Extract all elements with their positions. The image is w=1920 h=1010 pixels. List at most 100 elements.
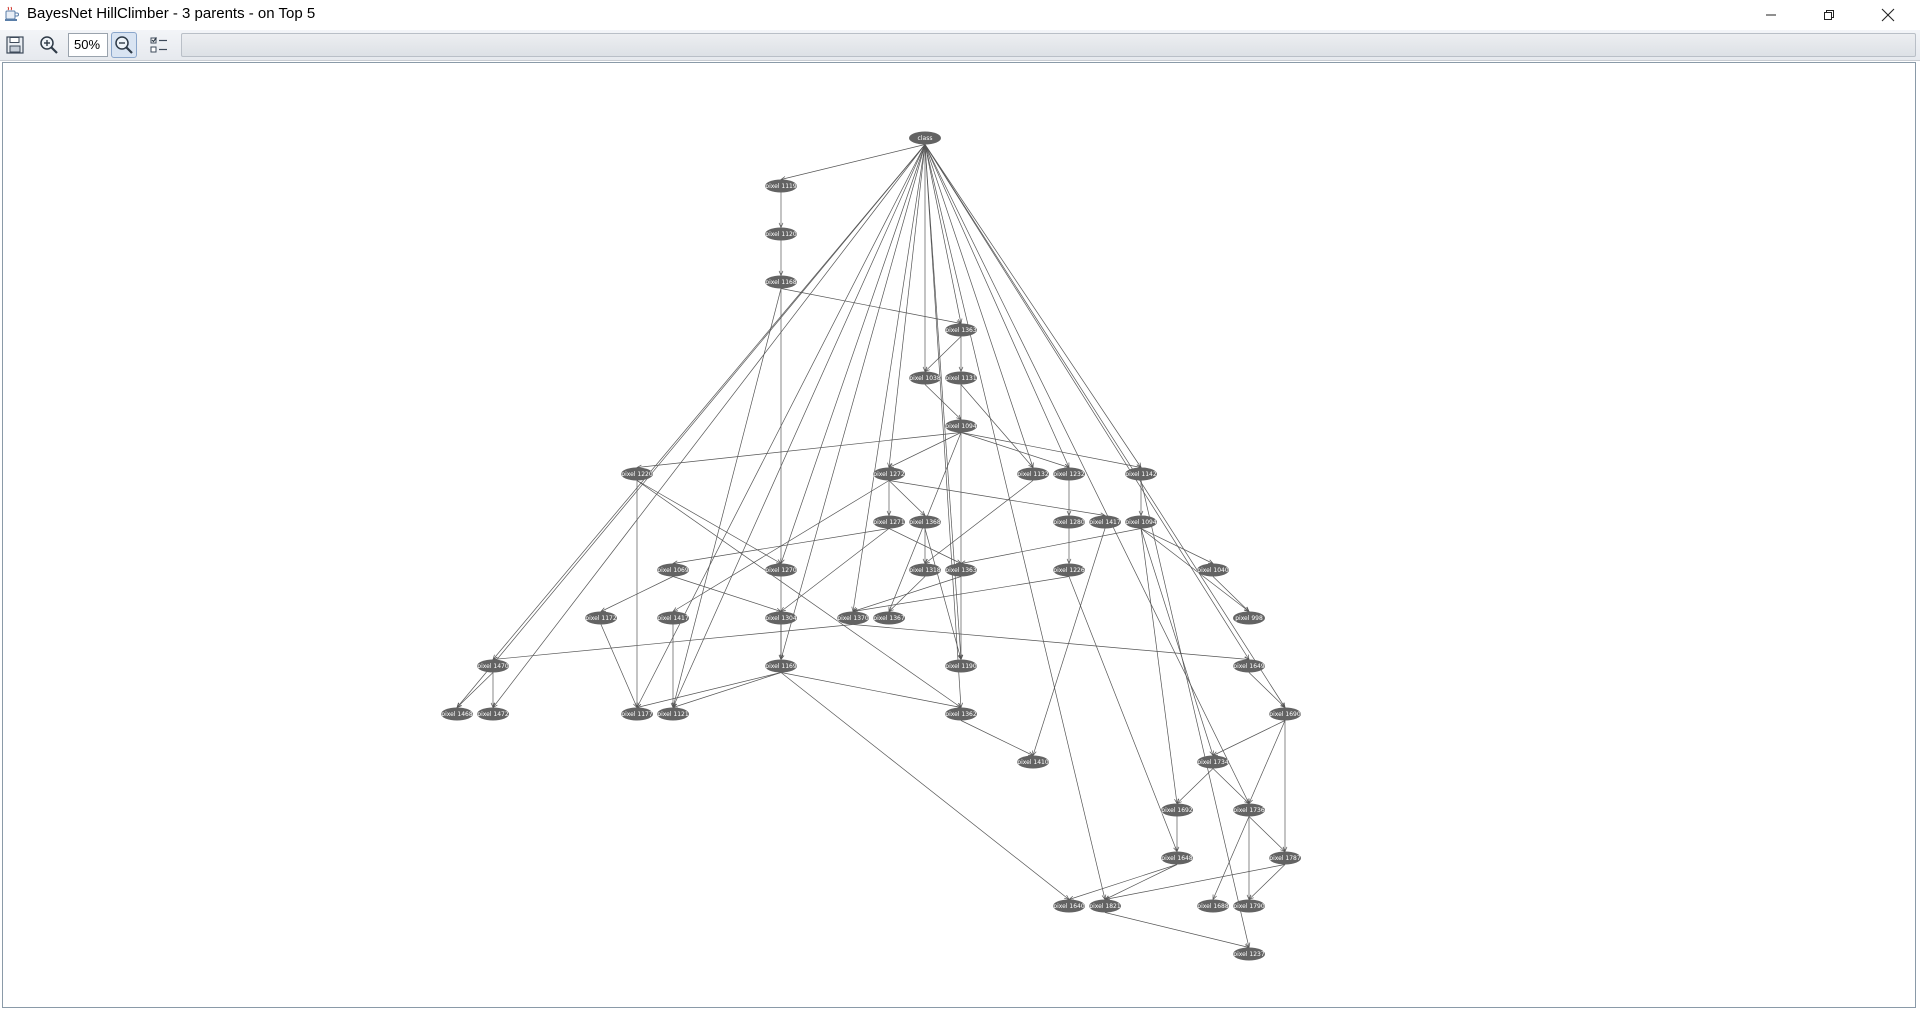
node-p1640[interactable]: pixel 1640 [1053,899,1085,913]
node-p1318[interactable]: pixel 1318 [909,563,941,577]
node-p1220[interactable]: pixel 1220 [621,467,653,481]
node-shape [765,275,797,289]
edge-class-p1362 [924,144,962,708]
close-button[interactable] [1859,0,1917,30]
node-p1271[interactable]: pixel 1271 [873,515,905,529]
node-p1649[interactable]: pixel 1649 [1233,659,1265,673]
node-p1232[interactable]: pixel 1232 [1053,467,1085,481]
edge-p1172-p1177 [600,624,638,708]
edge-class-p1821 [924,144,1106,900]
node-p1169[interactable]: pixel 1169 [765,659,797,673]
node-p1270[interactable]: pixel 1270 [765,563,797,577]
edge-class-p1649 [924,144,1250,660]
node-label: pixel 998 [1235,615,1263,622]
node-p1472[interactable]: pixel 1472 [477,707,509,721]
node-shape [1017,467,1049,481]
edge-p1821-p1237 [1104,912,1250,948]
node-label: pixel 1368 [909,519,941,526]
zoom-level-field[interactable]: 50% [68,33,108,57]
node-p1304[interactable]: pixel 1304 [765,611,797,625]
node-p1370[interactable]: pixel 1370 [837,611,869,625]
node-p1648[interactable]: pixel 1648 [1161,851,1193,865]
edge-p1734-p1736 [1212,768,1250,804]
node-label: pixel 1417 [1089,519,1121,526]
node-shape [945,659,977,673]
node-p1237[interactable]: pixel 1237 [1233,947,1265,961]
node-p0998[interactable]: pixel 998 [1233,611,1265,625]
edge-class-p1169 [780,144,926,660]
edge-p1417-p1410 [1032,528,1106,756]
node-p1734[interactable]: pixel 1734 [1197,755,1229,769]
node-p1280[interactable]: pixel 1280 [1053,515,1085,529]
node-p1121[interactable]: pixel 1121 [657,707,689,721]
node-label: pixel 1132 [1017,471,1049,478]
node-p1688[interactable]: pixel 1688 [1197,899,1229,913]
node-p1417b[interactable]: pixel 1417 [657,611,689,625]
node-shape [945,419,977,433]
node-p1470[interactable]: pixel 1470 [477,659,509,673]
node-p1410[interactable]: pixel 1410 [1017,755,1049,769]
save-button[interactable] [2,32,28,58]
node-shape [945,563,977,577]
node-shape [909,563,941,577]
node-label: pixel 1094 [1125,519,1157,526]
node-p1038[interactable]: pixel 1038 [909,371,941,385]
node-p1821[interactable]: pixel 1821 [1089,899,1121,913]
zoom-out-button[interactable] [111,32,137,58]
node-p1094b[interactable]: pixel 1094 [1125,515,1157,529]
minimize-button[interactable] [1742,0,1800,30]
node-p1363b[interactable]: pixel 1363 [945,563,977,577]
node-label: pixel 1790 [1233,903,1265,910]
graph-canvas[interactable]: class pixel 1119 pixel 1120 pixel 1168 pixel… [2,62,1916,1008]
node-p1168[interactable]: pixel 1168 [765,275,797,289]
node-shape [657,707,689,721]
node-p1177[interactable]: pixel 1177 [621,707,653,721]
node-p1120[interactable]: pixel 1120 [765,227,797,241]
edge-p1094b-p1734 [1140,528,1214,756]
zoom-in-button[interactable] [36,32,62,58]
edge-p1226-p1648 [1068,576,1178,852]
node-p1131[interactable]: pixel 1131 [945,371,977,385]
edge-p1363b-p1370 [852,576,962,612]
node-p1040[interactable]: pixel 1040 [1197,563,1229,577]
edge-p1131-p1132 [960,384,1034,468]
node-p1132[interactable]: pixel 1132 [1017,467,1049,481]
node-p1226[interactable]: pixel 1226 [1053,563,1085,577]
node-shape [765,179,797,193]
node-p1119[interactable]: pixel 1119 [765,179,797,193]
node-label: pixel 1270 [765,567,797,574]
node-shape [765,659,797,673]
edge-class-p1736 [924,144,1250,804]
node-p1368[interactable]: pixel 1368 [909,515,941,529]
node-p1094[interactable]: pixel 1094 [945,419,977,433]
node-shape [1233,899,1265,913]
edge-p1362-p1410 [960,720,1034,756]
maximize-button[interactable] [1800,0,1858,30]
node-p1272[interactable]: pixel 1272 [873,467,905,481]
node-p1142[interactable]: pixel 1142 [1125,467,1157,481]
node-class[interactable]: class [909,131,941,145]
node-p1736[interactable]: pixel 1736 [1233,803,1265,817]
node-p1190[interactable]: pixel 1190 [945,659,977,673]
node-shape [909,515,941,529]
node-shape [657,563,689,577]
node-p1790[interactable]: pixel 1790 [1233,899,1265,913]
node-p1692[interactable]: pixel 1692 [1161,803,1193,817]
edge-p1363a-p1038 [924,336,962,372]
node-shape [1269,851,1301,865]
node-p1363a[interactable]: pixel 1363 [945,323,977,337]
edge-p1370-p1649 [852,624,1250,660]
node-p1367[interactable]: pixel 1367 [873,611,905,625]
node-p1172[interactable]: pixel 1172 [585,611,617,625]
node-shape [1197,899,1229,913]
node-shape [1053,515,1085,529]
node-shape [621,707,653,721]
node-p1690[interactable]: pixel 1690 [1269,707,1301,721]
node-p1362[interactable]: pixel 1362 [945,707,977,721]
node-p1417[interactable]: pixel 1417 [1089,515,1121,529]
graph-nodes: class pixel 1119 pixel 1120 pixel 1168 pixel… [441,131,1301,961]
layout-button[interactable] [146,32,172,58]
node-p1069[interactable]: pixel 1069 [657,563,689,577]
node-p1468[interactable]: pixel 1468 [441,707,473,721]
node-p1787[interactable]: pixel 1787 [1269,851,1301,865]
